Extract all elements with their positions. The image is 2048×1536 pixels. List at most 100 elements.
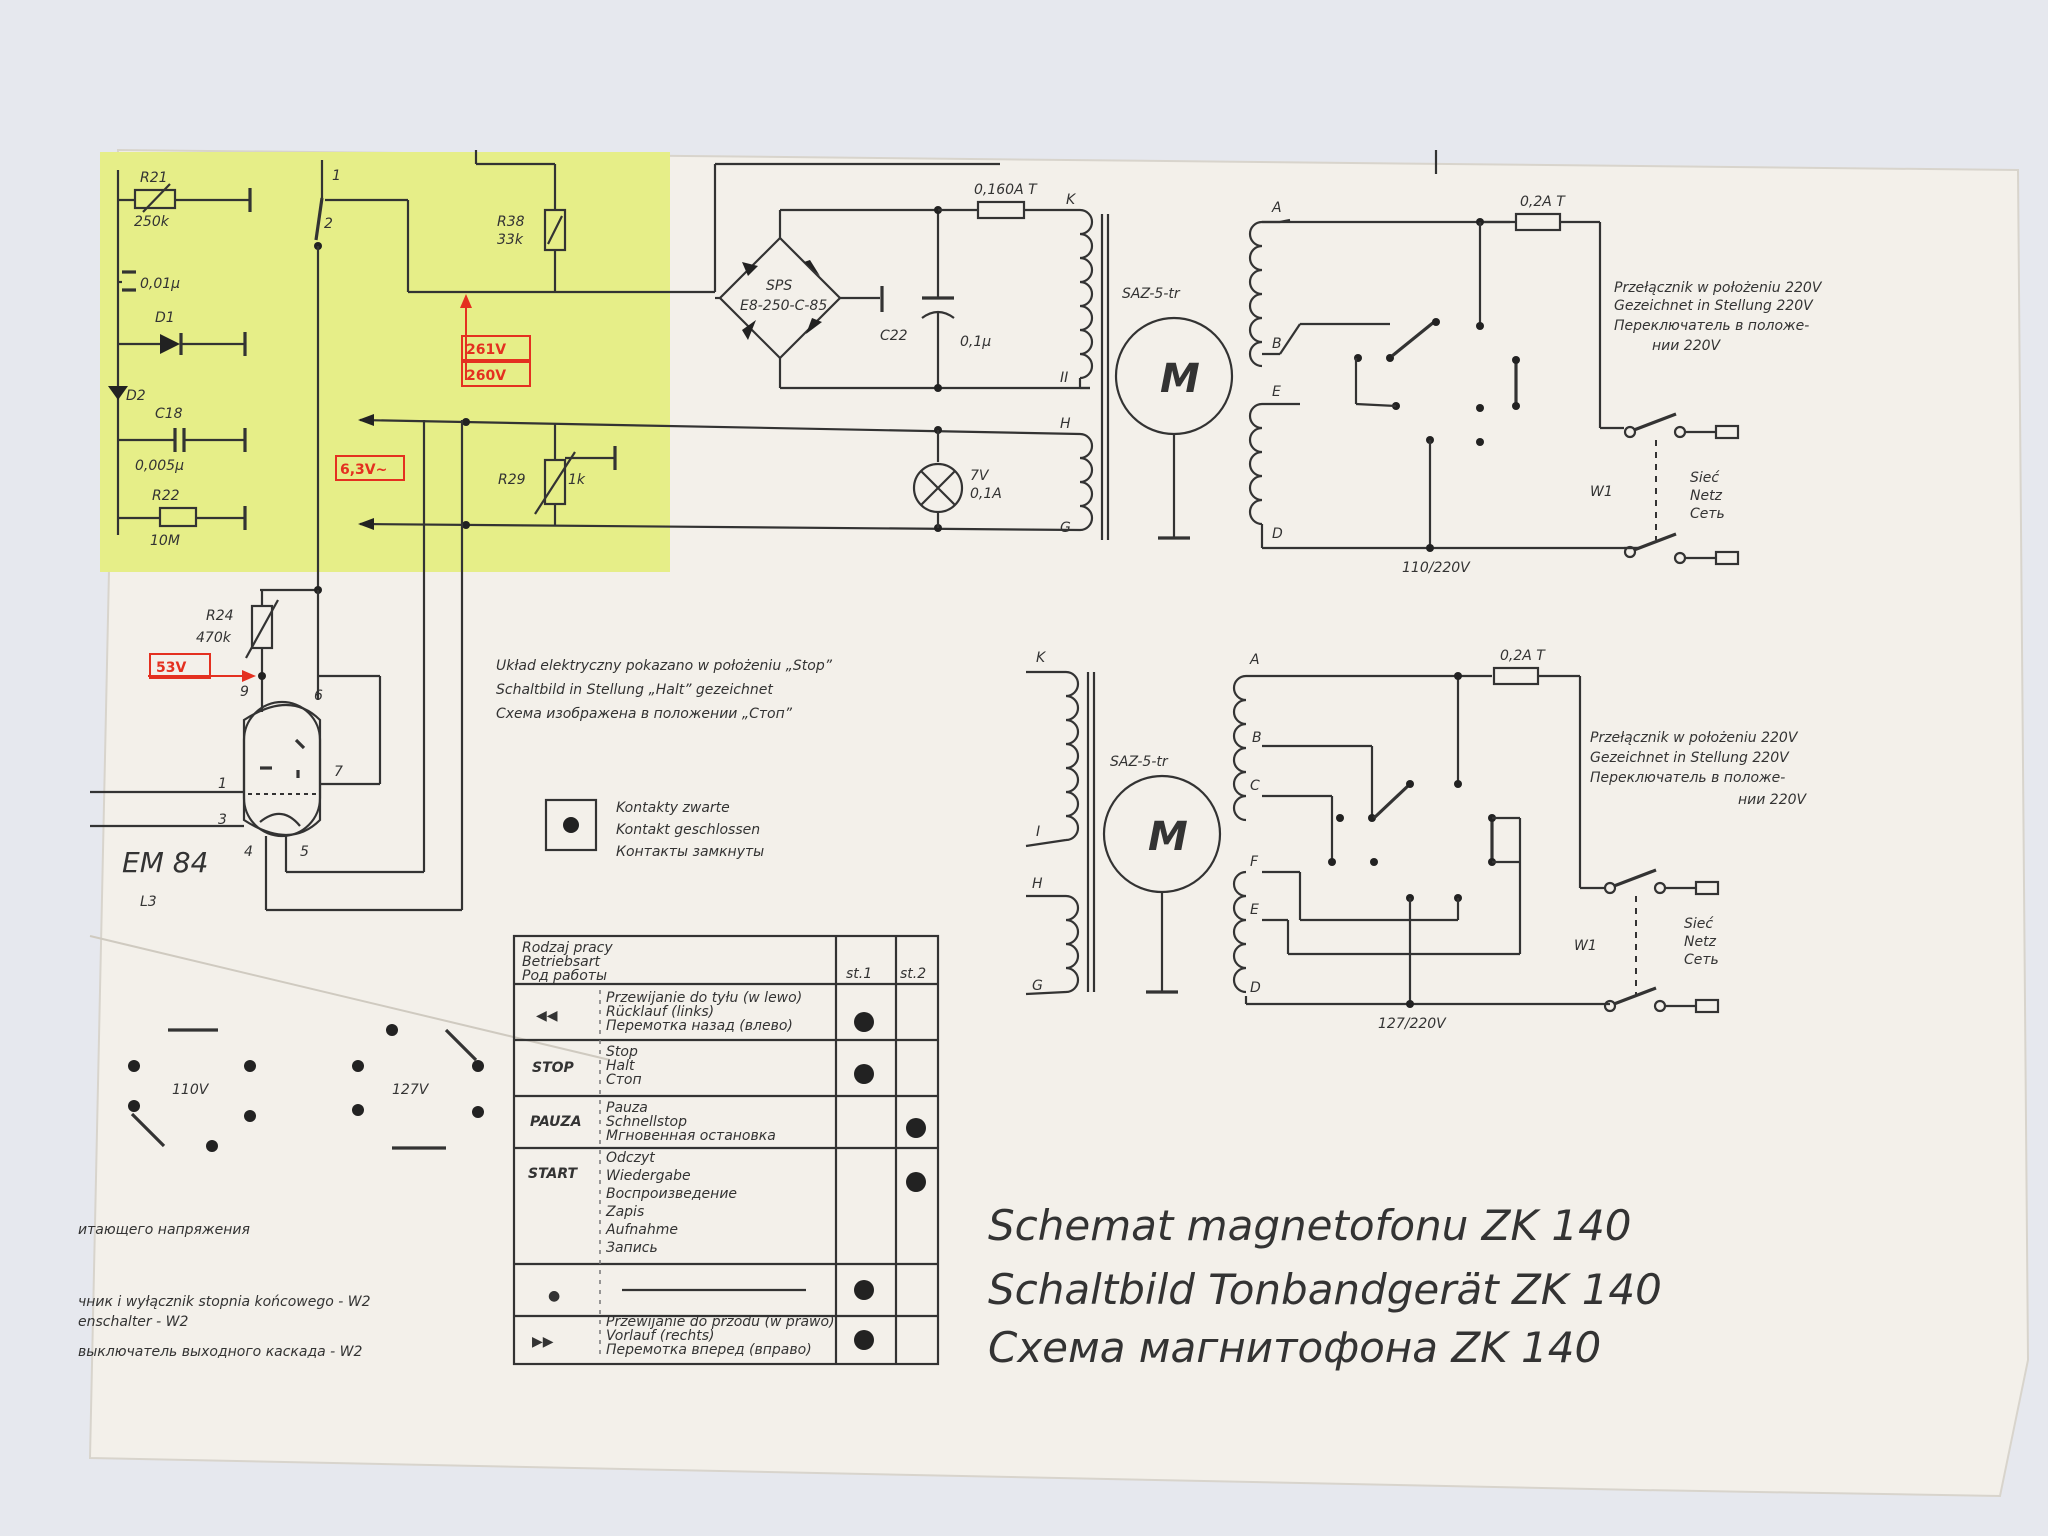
r22-label: R22 bbox=[152, 488, 180, 504]
r29-label: R29 bbox=[498, 472, 526, 488]
title-pl: Schemat magnetofonu ZK 140 bbox=[988, 1201, 1632, 1250]
motor-upper-symbol: M bbox=[1160, 356, 1200, 402]
mains-lower-de: Netz bbox=[1684, 934, 1717, 950]
row-pause-desc-2: Schnellstop bbox=[606, 1114, 687, 1130]
w1-upper: W1 bbox=[1590, 484, 1613, 500]
row-forward-desc-1: Przewijanie do przodu (w prawo) bbox=[606, 1314, 835, 1330]
note-lower-2: Gezeichnet in Stellung 220V bbox=[1590, 750, 1790, 766]
power-supply: R38 33k 261V 260V SPS E8-250-C-85 bbox=[335, 150, 1110, 910]
left-note-1: итающего напряжения bbox=[78, 1222, 250, 1238]
tap-f-lower: F bbox=[1250, 854, 1259, 870]
tap-d-lower: D bbox=[1250, 980, 1261, 996]
note-upper-2: Gezeichnet in Stellung 220V bbox=[1614, 298, 1814, 314]
tube-pin-3: 3 bbox=[218, 812, 227, 828]
voltage-box-261 bbox=[461, 335, 531, 361]
title-de: Schaltbild Tonbandgerät ZK 140 bbox=[988, 1265, 1662, 1314]
contact-mark-st1 bbox=[854, 1330, 874, 1350]
note-upper-4: нии 220V bbox=[1652, 338, 1722, 354]
row-start-desc-6: Запись bbox=[606, 1240, 658, 1256]
table-col-st2: st.2 bbox=[900, 966, 926, 982]
row-stop-desc-3: Стоп bbox=[606, 1072, 642, 1088]
voltage-upper: 110/220V bbox=[1402, 560, 1471, 576]
mains-upper-ru: Сеть bbox=[1690, 506, 1725, 522]
voltage-switch-lower: A B C F E D 0,2A T bbox=[1232, 648, 1808, 1032]
r21-value: 250k bbox=[134, 214, 170, 230]
rectifier-label: SPS bbox=[766, 278, 792, 294]
left-note-3: еnschalter - W2 bbox=[78, 1314, 188, 1330]
tap-i-lower: I bbox=[1036, 824, 1040, 840]
row-start-desc-4: Zapis bbox=[605, 1204, 644, 1220]
selector-127v: 127V bbox=[392, 1082, 430, 1098]
tube-pin-4: 4 bbox=[244, 844, 253, 860]
lamp-voltage: 7V bbox=[970, 468, 990, 484]
mode-table: Rodzaj pracy Betriebsart Род работы st.1… bbox=[512, 934, 940, 1366]
note-lower-4: нии 220V bbox=[1738, 792, 1808, 808]
row-start-desc-2: Wiedergabe bbox=[606, 1168, 691, 1184]
r38-value: 33k bbox=[497, 232, 524, 248]
tap-g: G bbox=[1060, 520, 1071, 536]
capacitor-value: 0,01µ bbox=[140, 276, 180, 292]
row-pause-desc-3: Мгновенная остановка bbox=[606, 1128, 776, 1144]
lamp-current: 0,1A bbox=[970, 486, 1002, 502]
selector-110v: 110V bbox=[172, 1082, 210, 1098]
row-pause-symbol: PAUZA bbox=[530, 1114, 582, 1130]
tap-k-lower: K bbox=[1036, 650, 1047, 666]
r29-value: 1k bbox=[568, 472, 586, 488]
contact-mark-st2 bbox=[906, 1172, 926, 1192]
title-block: Schemat magnetofonu ZK 140 Schaltbild To… bbox=[988, 1201, 1662, 1372]
table-contact-marks bbox=[854, 1012, 926, 1350]
row-pause-desc-1: Pauza bbox=[606, 1100, 648, 1116]
d1-label: D1 bbox=[155, 310, 175, 326]
legend-contacts-ru: Контакты замкнуты bbox=[616, 844, 764, 860]
tap-e-upper: E bbox=[1272, 384, 1281, 400]
c22-label: C22 bbox=[880, 328, 908, 344]
top-left-components: R21 250k 0,01µ D1 D2 C18 0,005µ R22 10M bbox=[108, 160, 410, 590]
note-stop-ru: Схема изображена в положении „Стоп” bbox=[496, 706, 793, 722]
tube-em84: R24 470k 53V 9 6 7 1 3 4 5 EM 84 L3 bbox=[90, 586, 462, 912]
c18-value: 0,005µ bbox=[135, 458, 184, 474]
tube-pin-6: 6 bbox=[314, 688, 323, 704]
tap-d-upper: D bbox=[1272, 526, 1283, 542]
mains-upper-pl: Sieć bbox=[1690, 470, 1720, 486]
row-start-desc-5: Aufnahme bbox=[605, 1222, 678, 1238]
tap-ii: II bbox=[1060, 370, 1068, 386]
r38-label: R38 bbox=[497, 214, 525, 230]
motor-lower: K I H G SAZ-5-tr M bbox=[1025, 650, 1222, 996]
voltage-switch-upper: A B E D 0,2A T bbox=[1248, 150, 1823, 576]
highlight-region bbox=[100, 152, 670, 572]
tap-g-lower: G bbox=[1032, 978, 1043, 994]
row-rewind-desc-3: Перемотка назад (влево) bbox=[606, 1018, 793, 1034]
c18-label: C18 bbox=[155, 406, 183, 422]
fuse-label-1: 0,160A T bbox=[974, 182, 1038, 198]
mains-lower-pl: Sieć bbox=[1684, 916, 1714, 932]
row-start-desc-1: Odczyt bbox=[606, 1150, 655, 1166]
row-rewind-desc-2: Rücklauf (links) bbox=[606, 1004, 714, 1020]
tube-pin-9: 9 bbox=[240, 684, 249, 700]
voltage-selectors: 110V 127V bbox=[128, 1024, 484, 1152]
tube-ref: L3 bbox=[140, 894, 157, 910]
fuse-label-upper: 0,2A T bbox=[1520, 194, 1566, 210]
tap-h: H bbox=[1060, 416, 1071, 432]
r24-label: R24 bbox=[206, 608, 234, 624]
tap-c-lower: C bbox=[1250, 778, 1260, 794]
legend-contacts-de: Kontakt geschlossen bbox=[616, 822, 760, 838]
tap-h-lower: H bbox=[1032, 876, 1043, 892]
row-stop-desc-1: Stop bbox=[606, 1044, 638, 1060]
row-forward-symbol: ▶▶ bbox=[532, 1334, 554, 1350]
row-stop-desc-2: Halt bbox=[606, 1058, 635, 1074]
table-header-pl: Rodzaj pracy bbox=[522, 940, 613, 956]
row-record-symbol: ● bbox=[548, 1288, 560, 1304]
tap-a-upper: A bbox=[1271, 200, 1282, 216]
left-notes: итающего напряжения чник i wyłącznik sto… bbox=[78, 1222, 371, 1360]
w1-lower: W1 bbox=[1574, 938, 1597, 954]
fuse-label-lower: 0,2A T bbox=[1500, 648, 1546, 664]
voltage-box-260 bbox=[461, 361, 531, 387]
legend-contacts-pl: Kontakty zwarte bbox=[616, 800, 730, 816]
row-stop-symbol: STOP bbox=[532, 1060, 575, 1076]
note-stop-de: Schaltbild in Stellung „Halt” gezeichnet bbox=[496, 682, 773, 698]
row-forward-desc-3: Перемотка вперед (вправо) bbox=[606, 1342, 812, 1358]
motor-upper: SAZ-5-tr M bbox=[1114, 286, 1234, 540]
row-forward-desc-2: Vorlauf (rechts) bbox=[606, 1328, 714, 1344]
note-lower-1: Przełącznik w położeniu 220V bbox=[1590, 730, 1799, 746]
